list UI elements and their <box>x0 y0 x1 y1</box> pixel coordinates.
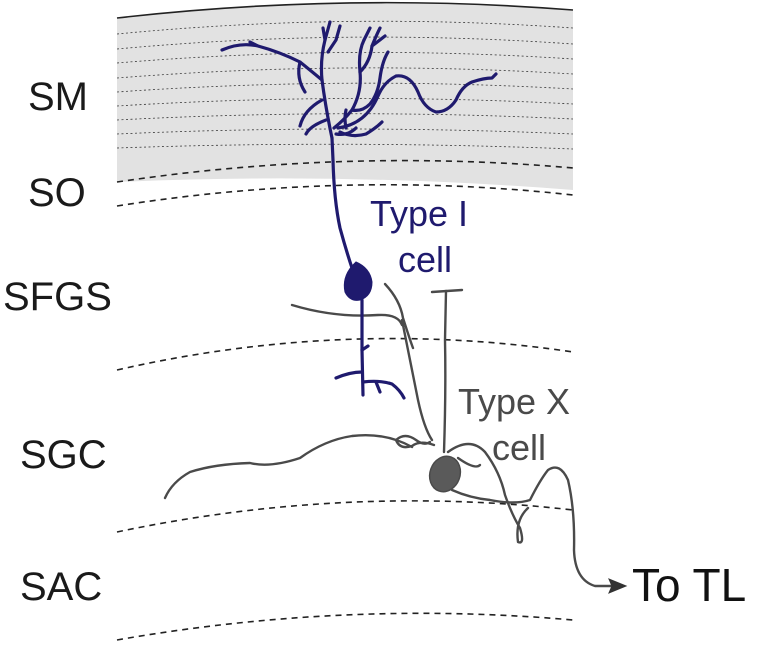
target-label-to-tl: To TL <box>632 559 746 611</box>
sm-top-boundary <box>116 1 574 19</box>
layer-label-sfgs: SFGS <box>3 275 112 319</box>
layer-label-so: SO <box>28 171 86 215</box>
type-x-label-line1: Type X <box>458 381 570 422</box>
boundary-sfgs-sgc <box>116 337 574 371</box>
axon-arrowhead <box>608 578 628 594</box>
type-x-axon <box>450 466 614 588</box>
layer-label-sgc: SGC <box>20 433 107 477</box>
type-i-soma <box>343 261 373 301</box>
boundary-sac-bottom <box>116 612 574 641</box>
type-i-label-line1: Type I <box>370 193 468 234</box>
layer-label-sm: SM <box>28 75 88 119</box>
layer-boundaries <box>116 159 574 641</box>
type-i-cell <box>220 20 498 400</box>
type-x-cell <box>163 282 628 594</box>
boundary-so-sfgs <box>116 183 574 207</box>
type-x-soma <box>428 455 462 493</box>
sm-layer-band <box>117 2 573 190</box>
type-i-label-line2: cell <box>398 239 452 280</box>
layer-label-sac: SAC <box>20 565 102 609</box>
type-x-label-line2: cell <box>492 427 546 468</box>
boundary-sgc-sac <box>116 500 574 533</box>
